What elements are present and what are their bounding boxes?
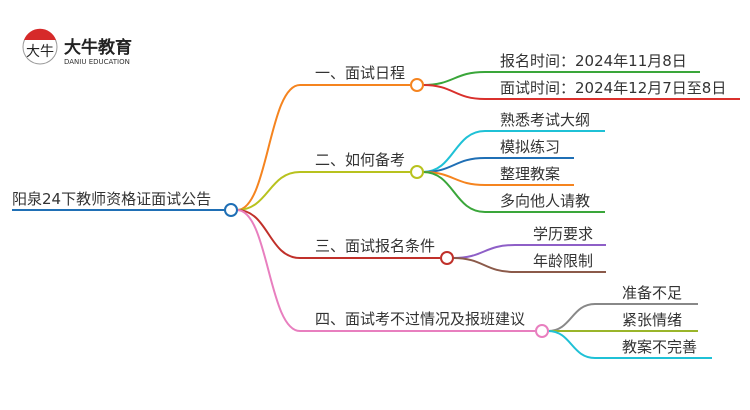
- leaf-node[interactable]: 报名时间：2024年11月8日: [500, 52, 687, 70]
- leaf-node[interactable]: 紧张情绪: [622, 311, 682, 329]
- logo: 大牛 大牛教育 DANIU EDUCATION: [22, 28, 132, 66]
- root-collapse-toggle[interactable]: [224, 203, 238, 217]
- branch-connector: [236, 209, 301, 259]
- leaf-node[interactable]: 整理教案: [500, 165, 560, 183]
- branch-collapse-toggle[interactable]: [535, 324, 549, 338]
- leaf-connector: [422, 84, 486, 100]
- branch-connector: [236, 209, 301, 332]
- leaf-node[interactable]: 准备不足: [622, 284, 682, 302]
- branch-collapse-toggle[interactable]: [410, 78, 424, 92]
- logo-tagline: DANIU EDUCATION: [64, 58, 130, 66]
- leaf-connector: [547, 330, 596, 359]
- branch-node-3[interactable]: 三、面试报名条件: [315, 237, 435, 255]
- branch-connector: [236, 84, 301, 211]
- leaf-node[interactable]: 面试时间：2024年12月7日至8日: [500, 79, 726, 97]
- logo-mark-text: 大牛: [26, 44, 54, 60]
- leaf-node[interactable]: 年龄限制: [533, 252, 593, 270]
- leaf-connector: [452, 244, 516, 259]
- leaf-connector: [422, 71, 486, 86]
- leaf-node[interactable]: 学历要求: [533, 225, 593, 243]
- leaf-connector: [452, 257, 516, 273]
- logo-name: 大牛教育: [64, 37, 132, 58]
- branch-node-4[interactable]: 四、面试考不过情况及报班建议: [315, 310, 525, 328]
- branch-node-1[interactable]: 一、面试日程: [315, 64, 405, 82]
- leaf-connector: [547, 303, 596, 332]
- leaf-node[interactable]: 模拟练习: [500, 138, 560, 156]
- root-node[interactable]: 阳泉24下教师资格证面试公告: [12, 190, 211, 208]
- branch-node-2[interactable]: 二、如何备考: [315, 151, 405, 169]
- leaf-node[interactable]: 多向他人请教: [500, 192, 590, 210]
- leaf-connector: [422, 171, 486, 213]
- branch-collapse-toggle[interactable]: [440, 251, 454, 265]
- branch-collapse-toggle[interactable]: [410, 165, 424, 179]
- leaf-node[interactable]: 教案不完善: [622, 338, 697, 356]
- branch-connector: [236, 171, 301, 211]
- leaf-node[interactable]: 熟悉考试大纲: [500, 111, 590, 129]
